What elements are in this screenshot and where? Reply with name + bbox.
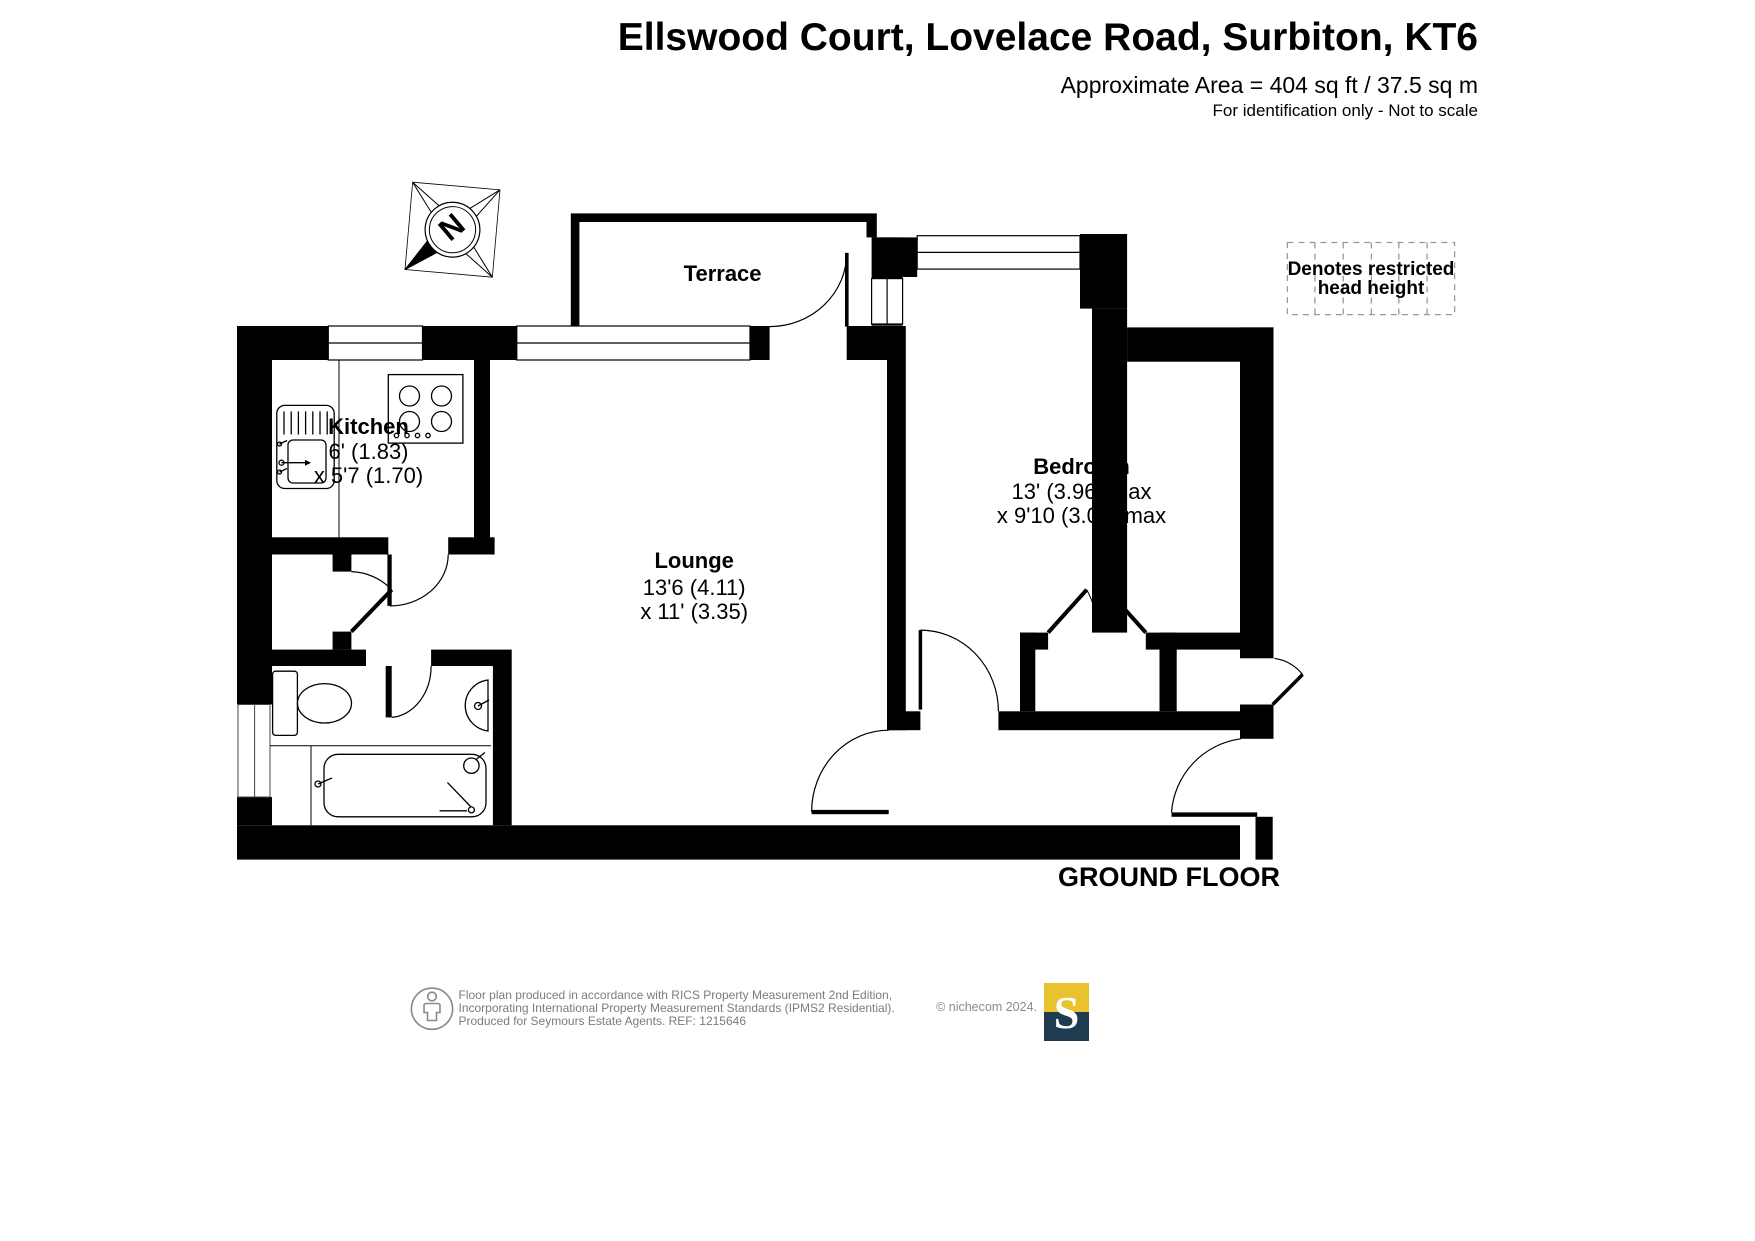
wall	[876, 237, 918, 277]
bedroom-label: Bedroom	[1033, 454, 1130, 479]
wall	[1080, 234, 1128, 309]
doors	[349, 252, 1304, 817]
wall	[887, 360, 906, 731]
wall	[332, 552, 352, 572]
wall	[998, 711, 1240, 731]
floor-label: GROUND FLOOR	[1058, 862, 1280, 892]
page-title: Ellswood Court, Lovelace Road, Surbiton,…	[617, 16, 1478, 59]
wall	[570, 222, 580, 326]
cupboard-door	[349, 571, 394, 633]
person-icon	[410, 987, 454, 1031]
wall	[474, 360, 490, 555]
seymours-logo: S	[1044, 983, 1089, 1041]
toilet-icon	[271, 670, 353, 737]
wall	[272, 649, 366, 666]
footer-line2: Incorporating International Property Mea…	[458, 1001, 895, 1015]
copyright: © nichecom 2024.	[936, 1000, 1037, 1014]
basin-icon	[464, 679, 490, 732]
bathroom-door	[385, 665, 432, 718]
wall	[1255, 816, 1273, 860]
kitchen-dim2: x 5'7 (1.70)	[313, 462, 424, 488]
bedroom-top-window	[916, 235, 1081, 270]
lounge-dim1: 13'6 (4.11)	[642, 575, 746, 600]
wall	[1240, 704, 1274, 739]
wall	[272, 537, 389, 555]
wall	[750, 326, 770, 360]
closet-bifold-doors	[1046, 588, 1148, 634]
wall	[846, 326, 906, 360]
bedroom-side-window	[870, 278, 904, 325]
sink-icon	[276, 404, 335, 490]
lounge-label: Lounge	[654, 548, 734, 573]
hob-icon	[387, 373, 464, 444]
wall	[332, 631, 352, 650]
approximate-area: Approximate Area = 404 sq ft / 37.5 sq m	[1060, 72, 1478, 98]
wall	[237, 825, 1240, 860]
bedroom-dim2: x 9'10 (3.00) max	[996, 503, 1167, 528]
wall	[431, 649, 512, 666]
bathtub-icon	[314, 751, 487, 818]
wall	[866, 222, 877, 238]
wall	[422, 326, 517, 360]
legend-line2: head height	[1317, 277, 1425, 299]
wall	[237, 326, 272, 705]
identification-note: For identification only - Not to scale	[1212, 101, 1478, 120]
kitchen-fixtures	[276, 360, 464, 538]
bathroom-fixtures	[270, 670, 491, 826]
bedroom-door	[918, 629, 999, 712]
logo-letter: S	[1053, 986, 1080, 1038]
wall	[887, 711, 921, 731]
north-compass-icon	[404, 181, 501, 278]
wall	[570, 213, 877, 222]
logo-navy-half	[1044, 1012, 1089, 1041]
kitchen-dim1: 6' (1.83)	[328, 438, 409, 464]
wall-niche	[237, 704, 271, 798]
kitchen-door	[387, 554, 449, 607]
footer-line1: Floor plan produced in accordance with R…	[458, 988, 893, 1002]
wall	[1020, 632, 1036, 712]
footer-line3: Produced for Seymours Estate Agents. REF…	[458, 1014, 747, 1028]
logo-gold-half	[1044, 983, 1089, 1012]
kitchen-window	[327, 325, 424, 361]
entrance-door	[1170, 738, 1258, 817]
lounge-dim2: x 11' (3.35)	[640, 599, 749, 624]
store-door	[1271, 657, 1304, 706]
lounge-window	[516, 325, 751, 361]
wall	[1240, 327, 1274, 659]
bedroom-dim1: 13' (3.96) max	[1011, 479, 1152, 504]
windows	[237, 235, 1081, 798]
terrace-label: Terrace	[683, 261, 762, 286]
wall	[1159, 632, 1177, 712]
wall	[492, 666, 512, 826]
wall	[237, 797, 272, 826]
legend-line1: Denotes restricted	[1287, 259, 1455, 280]
lounge-door	[811, 729, 889, 815]
wall	[1092, 308, 1128, 633]
legend-hatch	[1286, 241, 1456, 316]
wall	[448, 537, 495, 555]
terrace-door	[769, 252, 849, 328]
kitchen-label: Kitchen	[328, 414, 409, 439]
